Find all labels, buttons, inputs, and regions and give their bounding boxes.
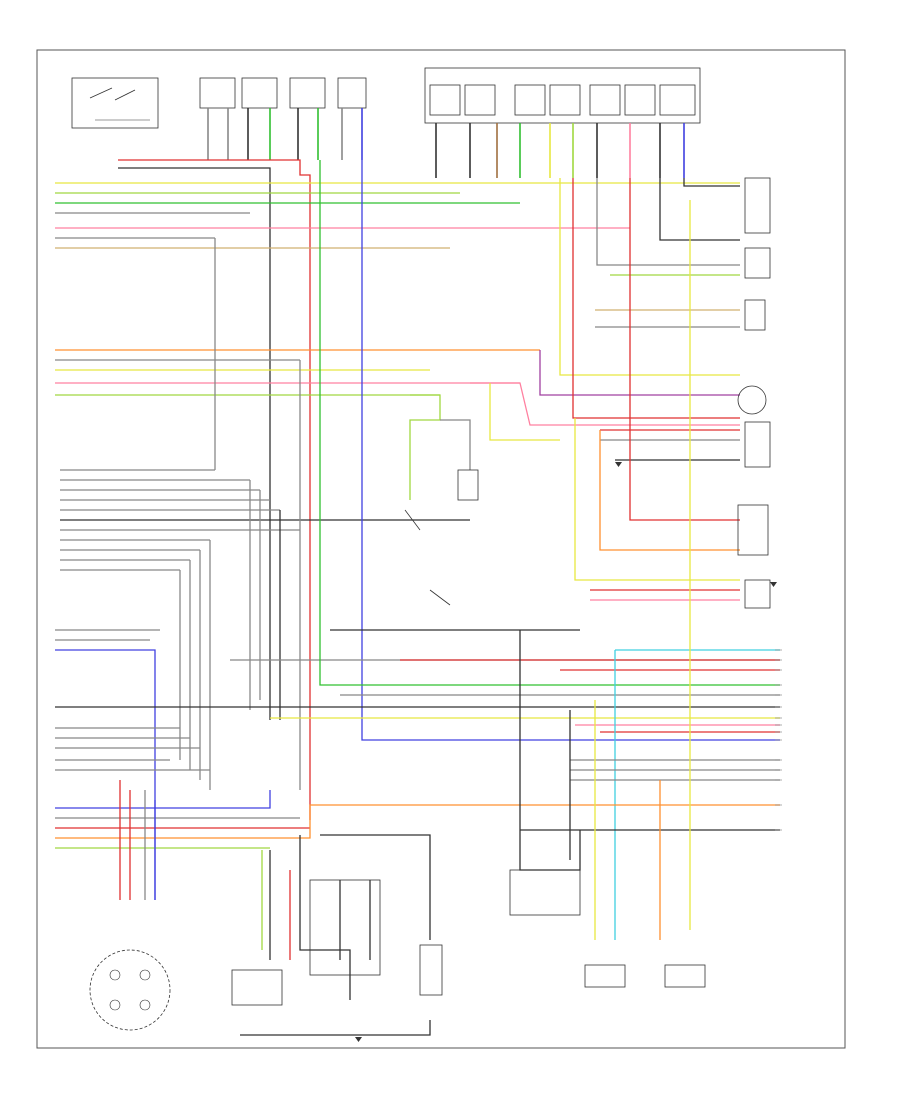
distributor-component — [89, 949, 171, 1031]
bottom-right-sensors — [584, 964, 706, 988]
fuse-block-component — [424, 67, 701, 124]
wire-harness — [55, 159, 780, 1036]
ignition-coil-component — [231, 969, 283, 1006]
sensor-box-1 — [744, 299, 766, 331]
center-switches — [404, 469, 479, 606]
main-relay-block — [199, 77, 367, 109]
sensor-round — [737, 385, 767, 415]
relay-box-right — [744, 421, 771, 468]
fuse-block-pins — [435, 123, 685, 178]
right-components — [737, 177, 771, 609]
clutch-switch-box — [744, 177, 771, 234]
vehicle-speed-sensor-component — [509, 869, 581, 916]
relay-pins — [207, 108, 363, 160]
ignition-switch-component — [71, 77, 159, 129]
ecm-right-pins — [775, 649, 782, 831]
connector-right-bottom — [744, 579, 771, 609]
diagram-frame — [36, 49, 846, 1049]
control-unit-right — [737, 504, 769, 556]
ground-symbols — [355, 462, 777, 1042]
brake-switch-box — [744, 247, 771, 279]
tachometer-component — [309, 879, 443, 996]
